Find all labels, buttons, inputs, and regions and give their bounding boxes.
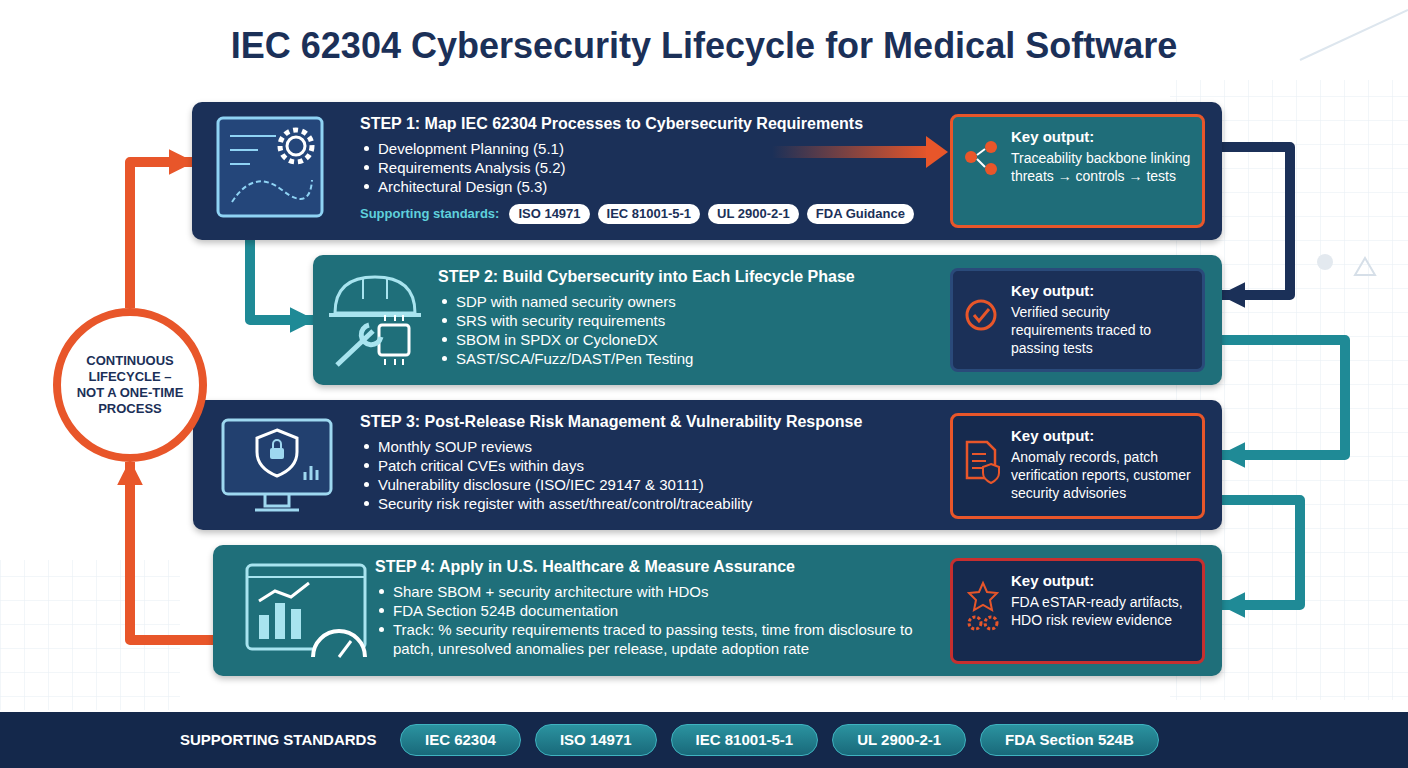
standard-badge: FDA Section 524B bbox=[980, 724, 1159, 756]
key-output-text: FDA eSTAR-ready artifacts, HDO risk revi… bbox=[1011, 593, 1192, 629]
flow-arrow bbox=[1222, 340, 1345, 455]
standard-pill: IEC 81001-5-1 bbox=[598, 204, 701, 224]
bullet-item: FDA Section 524B documentation bbox=[375, 601, 936, 620]
key-output-text: Traceability backbone linking threats → … bbox=[1011, 149, 1192, 185]
flow-arrow bbox=[1222, 500, 1300, 605]
standard-name: IEC 81001-5-1 bbox=[607, 206, 692, 222]
bullet-item: Architectural Design (5.3) bbox=[360, 177, 936, 196]
diagram-title: IEC 62304 Cybersecurity Lifecycle for Me… bbox=[0, 22, 1408, 70]
bullet-item: Vulnerability disclosure (ISO/IEC 29147 … bbox=[360, 475, 936, 494]
bullet-item: Track: % security requirements traced to… bbox=[375, 620, 936, 658]
key-output-heading: Key output: bbox=[1011, 571, 1192, 590]
standard-badge: IEC 81001-5-1 bbox=[671, 724, 819, 756]
bullet-item: Monthly SOUP reviews bbox=[360, 437, 936, 456]
bullet-item: SAST/SCA/Fuzz/DAST/Pen Testing bbox=[438, 349, 936, 368]
step-heading: STEP 3: Post-Release Risk Management & V… bbox=[360, 412, 936, 432]
key-output-heading: Key output: bbox=[1011, 281, 1192, 300]
key-output-text: Anomaly records, patch verification repo… bbox=[1011, 448, 1192, 502]
bullet-item: SRS with security requirements bbox=[438, 311, 936, 330]
standards-band: SUPPORTING STANDARDS IEC 62304 ISO 14971 IE… bbox=[0, 712, 1408, 768]
standard-name: FDA Guidance bbox=[816, 206, 905, 222]
band-label: SUPPORTING STANDARDS bbox=[180, 712, 376, 768]
key-output-text: Verified security requirements traced to… bbox=[1011, 303, 1192, 357]
step-panel: STEP 2: Build Cybersecurity into Each Li… bbox=[313, 255, 1222, 385]
standard-pill: FDA Guidance bbox=[807, 204, 914, 224]
key-output-box: Key output: FDA eSTAR-ready artifacts, HD… bbox=[950, 558, 1205, 664]
standard-pill: UL 2900-2-1 bbox=[708, 204, 799, 224]
standard-name: UL 2900-2-1 bbox=[857, 725, 941, 755]
flow-arrow bbox=[1222, 147, 1290, 295]
deco-line bbox=[1300, 10, 1408, 60]
bullet-item: Share SBOM + security architecture with … bbox=[375, 582, 936, 601]
standard-badge: UL 2900-2-1 bbox=[832, 724, 966, 756]
key-output-heading: Key output: bbox=[1011, 127, 1192, 146]
key-output-heading: Key output: bbox=[1011, 426, 1192, 445]
standard-name: ISO 14971 bbox=[560, 725, 632, 755]
key-output-box: Key output: Anomaly records, patch verifi… bbox=[950, 413, 1205, 519]
circle-label: CONTINUOUS LIFECYCLE – NOT A ONE-TIME PR… bbox=[73, 353, 187, 417]
standard-name: FDA Section 524B bbox=[1005, 725, 1134, 755]
standard-badge: IEC 62304 bbox=[400, 724, 521, 756]
standards-label: Supporting standards: bbox=[360, 205, 499, 223]
step-panel: STEP 1: Map IEC 62304 Processes to Cyber… bbox=[192, 102, 1222, 240]
bullet-item: Security risk register with asset/threat… bbox=[360, 494, 936, 513]
standard-badge: ISO 14971 bbox=[535, 724, 657, 756]
standard-pill: ISO 14971 bbox=[509, 204, 589, 224]
lifecycle-circle: CONTINUOUS LIFECYCLE – NOT A ONE-TIME PR… bbox=[53, 308, 207, 462]
bullet-item: SDP with named security owners bbox=[438, 292, 936, 311]
standard-name: ISO 14971 bbox=[518, 206, 580, 222]
bullet-item: Patch critical CVEs within days bbox=[360, 456, 936, 475]
step-panel: STEP 3: Post-Release Risk Management & V… bbox=[193, 400, 1222, 530]
bullet-item: Requirements Analysis (5.2) bbox=[360, 158, 936, 177]
standard-name: UL 2900-2-1 bbox=[717, 206, 790, 222]
deco-dot bbox=[1317, 254, 1333, 270]
flow-arrow bbox=[130, 162, 192, 308]
step-panel: STEP 4: Apply in U.S. Healthcare & Measu… bbox=[213, 545, 1222, 676]
key-output-box: Key output: Traceability backbone linking… bbox=[950, 114, 1205, 228]
deco-triangle bbox=[1355, 258, 1375, 275]
step-heading: STEP 1: Map IEC 62304 Processes to Cyber… bbox=[360, 114, 936, 134]
step-heading: STEP 4: Apply in U.S. Healthcare & Measu… bbox=[375, 557, 936, 577]
bullet-item: Development Planning (5.1) bbox=[360, 139, 936, 158]
standard-name: IEC 81001-5-1 bbox=[696, 725, 794, 755]
standard-name: IEC 62304 bbox=[425, 725, 496, 755]
bullet-item: SBOM in SPDX or CycloneDX bbox=[438, 330, 936, 349]
step-heading: STEP 2: Build Cybersecurity into Each Li… bbox=[438, 267, 936, 287]
flow-arrow bbox=[250, 240, 313, 320]
key-output-box: Key output: Verified security requirement… bbox=[950, 268, 1205, 372]
